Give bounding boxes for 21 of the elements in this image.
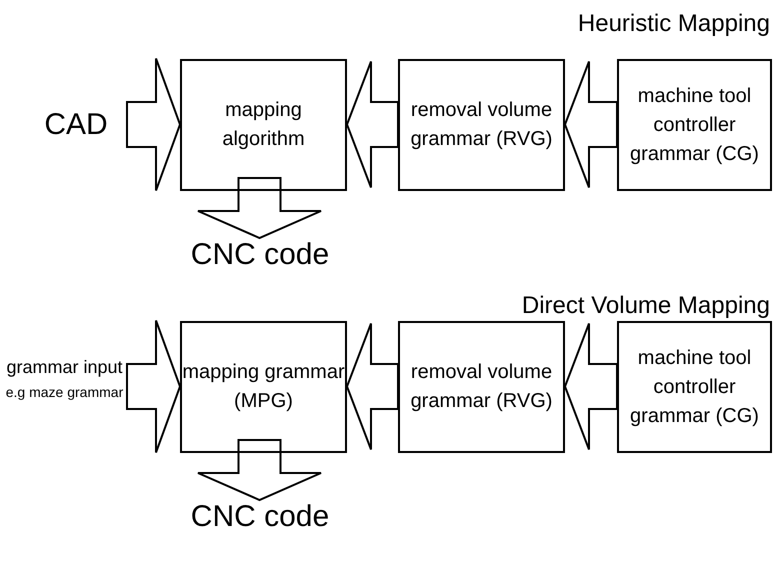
section-title: Direct Volume Mapping [522,292,770,320]
block-arrow [197,177,322,240]
block-arrow [126,320,182,454]
process-box: mapping algorithm [180,59,347,191]
block-arrow [346,60,399,188]
block-arrow [564,322,618,450]
io-label: CNC code [170,500,350,534]
section-title: Heuristic Mapping [578,10,770,38]
io-label: CAD [25,105,127,145]
process-box: mapping grammar (MPG) [180,321,347,453]
block-arrow [126,58,182,192]
input-label: grammar input [6,356,123,379]
block-arrow [564,60,618,188]
process-box: machine tool controller grammar (CG) [617,321,772,453]
block-arrow [346,322,399,450]
io-label: CNC code [170,238,350,272]
block-arrow [197,439,322,502]
example-note: e.g maze grammar [6,383,124,402]
process-box: removal volume grammar (RVG) [398,321,565,453]
process-box: removal volume grammar (RVG) [398,59,565,191]
process-box: machine tool controller grammar (CG) [617,59,772,191]
